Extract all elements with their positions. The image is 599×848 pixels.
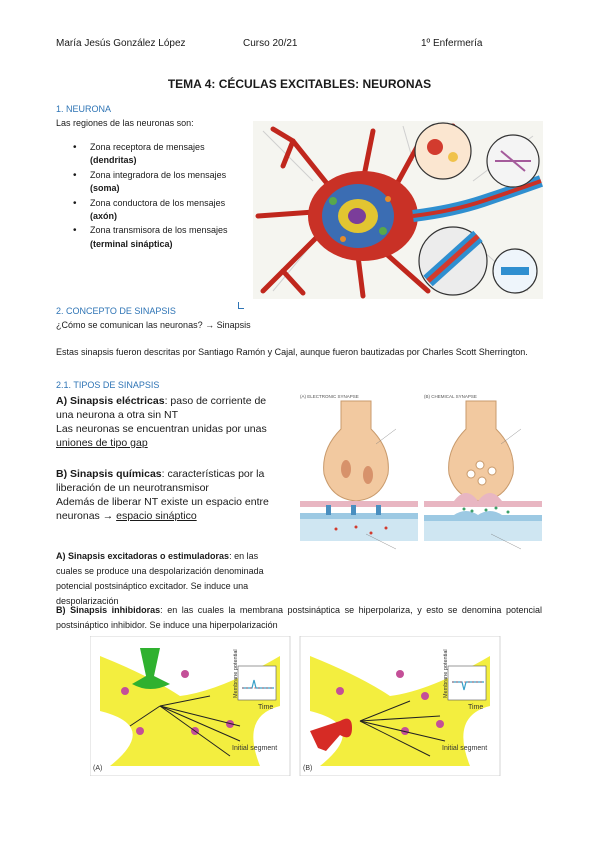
header-program: 1º Enfermería <box>421 38 483 49</box>
inhibitory-synapse-text: B) Sinapsis inhibidoras: en las cuales l… <box>56 605 543 630</box>
segment-label-a: Initial segment <box>232 745 277 752</box>
panel-label-b: (B) <box>303 765 312 772</box>
neuron-illustration <box>253 121 543 299</box>
header-course: Curso 20/21 <box>243 38 298 49</box>
header-author: María Jesús González López <box>56 38 186 49</box>
segment-label-b: Initial segment <box>442 745 487 752</box>
list-item: •Zona receptora de mensajes (dendritas) <box>73 142 205 166</box>
list-item: •Zona transmisora de los mensajes (termi… <box>73 225 228 249</box>
potential-figure: Time Membrane potential Initial segment … <box>90 636 510 776</box>
list-item: •Zona conductora de los mensajes (axón) <box>73 197 226 222</box>
excitatory-synapse-text: A) Sinapsis excitadoras o estimuladoras:… <box>56 551 264 606</box>
chemical-synapse-text: B) Sinapsis químicas: características po… <box>56 468 269 522</box>
figure-right-title: (B) CHEMICAL SYNAPSE <box>424 394 477 399</box>
figure-left-title: (A) ELECTRONIC SYNAPSE <box>300 394 359 399</box>
panel-label-a: (A) <box>93 765 102 772</box>
anchor-mark <box>238 302 244 309</box>
section-heading-tipos: 2.1. TIPOS DE SINAPSIS <box>56 380 160 390</box>
synapse-comparison-figure: (A) ELECTRONIC SYNAPSE (B) CHEMICAL SYNA… <box>296 389 544 557</box>
section-intro: Las regiones de las neuronas son: <box>56 118 194 128</box>
section-heading-sinapsis: 2. CONCEPTO DE SINAPSIS <box>56 306 176 316</box>
regions-list: •Zona receptora de mensajes (dendritas) … <box>63 141 253 252</box>
axis-x-label-a: Time <box>258 704 273 711</box>
axis-y-label-a: Membrane potential <box>233 649 239 698</box>
axis-y-label-b: Membrane potential <box>443 649 449 698</box>
electric-synapse-text: A) Sinapsis eléctricas: paso de corrient… <box>56 395 267 449</box>
section-heading-neurona: 1. NEURONA <box>56 104 112 114</box>
sinapsis-question: ¿Cómo se comunican las neuronas? → Sinap… <box>56 320 251 330</box>
list-item: •Zona integradora de los mensajes (soma) <box>73 169 227 194</box>
page-title: TEMA 4: CÉCULAS EXCITABLES: NEURONAS <box>167 77 432 91</box>
sinapsis-paragraph: Estas sinapsis fueron descritas por Sant… <box>56 347 528 357</box>
axis-x-label-b: Time <box>468 704 483 711</box>
